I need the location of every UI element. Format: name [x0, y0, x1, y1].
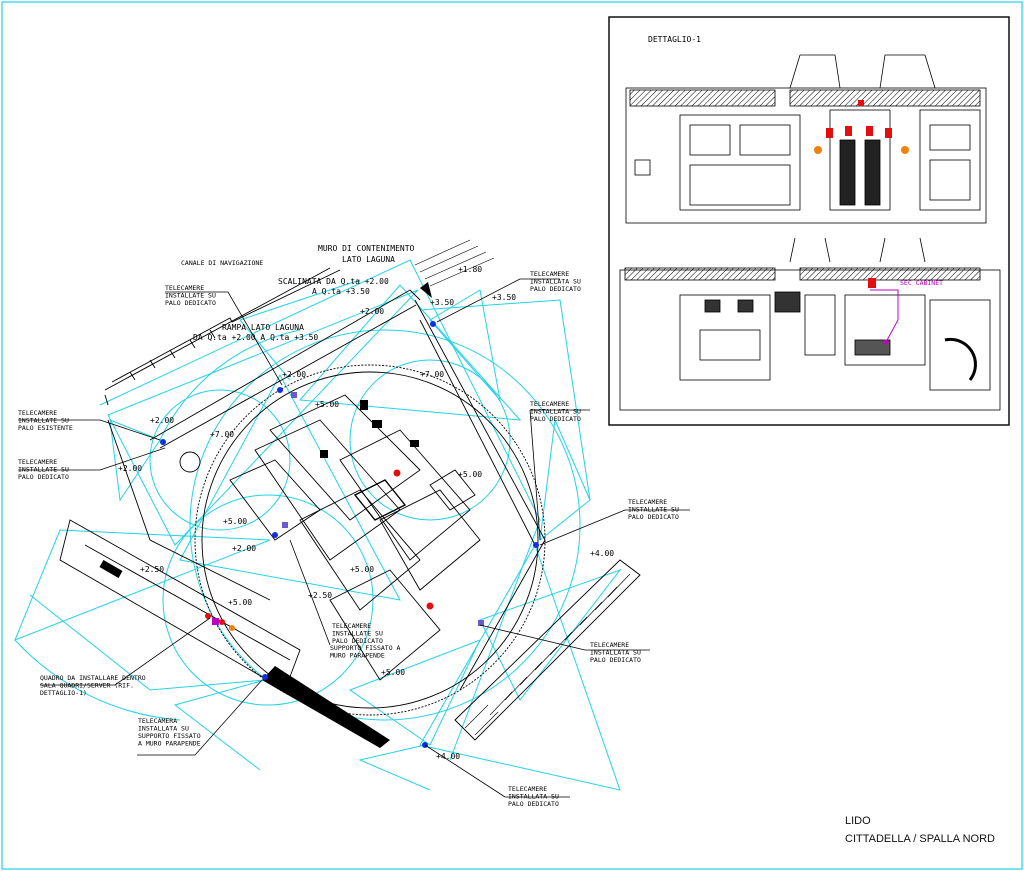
- camera-blue-8: [262, 674, 268, 680]
- title-block: LIDO CITTADELLA / SPALLA NORD: [845, 815, 995, 845]
- site-plan: CANALE DI NAVIGAZIONE MURO DI CONTENIMEN…: [14, 239, 690, 808]
- detail-upper-markers: [814, 100, 909, 154]
- elevation: +5.00: [458, 470, 482, 479]
- sec-cabinet-label: SEC CABINET: [900, 279, 943, 287]
- nw-hatch-lines: [414, 239, 495, 287]
- muro-label-1: MURO DI CONTENIMENTO: [318, 244, 415, 253]
- rampa-label-1: RAMPA LATO LAGUNA: [222, 323, 304, 332]
- elevation: +5.00: [228, 598, 252, 607]
- elevation: +4.00: [590, 549, 614, 558]
- camera-blue-5: [533, 542, 539, 548]
- quadro-marker: [212, 618, 219, 625]
- footer-area: CITTADELLA / SPALLA NORD: [845, 833, 995, 845]
- camera-note-8: TELECAMERE INSTALLATA SU PALO DEDICATO: [508, 785, 563, 808]
- camera-red-4: [219, 619, 225, 625]
- elevation-markers: +1.80 +3.50 +3.50 +2.00 +2.00 +7.00 +5.0…: [118, 265, 614, 761]
- elevation: +2.00: [360, 307, 384, 316]
- elevation: +2.00: [150, 416, 174, 425]
- camera-note-11: SUPPORTO FISSATO A MURO PARAPENDE: [330, 644, 404, 660]
- site-linework: [59, 267, 641, 741]
- camera-red-2: [426, 602, 434, 610]
- detail-panel: DETTAGLIO-1: [608, 16, 1010, 426]
- camera-coverage: [14, 259, 622, 791]
- elevation: +1.80: [458, 265, 482, 274]
- detail-lower-plan: [619, 237, 1001, 411]
- camera-note-1: TELECAMERE INSTALLATE SU PALO DEDICATO: [165, 284, 220, 307]
- camera-note-6: TELECAMERE INSTALLATE SU PALO DEDICATO: [628, 498, 683, 521]
- camera-blue-10: [478, 620, 484, 626]
- camera-blue-1: [160, 439, 166, 445]
- camera-note-7: TELECAMERE INSTALLATA SU PALO DEDICATO: [590, 641, 645, 664]
- elevation: +2.50: [140, 565, 164, 574]
- camera-red-1: [393, 469, 401, 477]
- camera-note-4: TELECAMERE INSTALLATE SU PALO ESISTENTE: [18, 409, 73, 432]
- elevation: +4.00: [436, 752, 460, 761]
- quadro-note: QUADRO DA INSTALLARE DENTRO SALA QUADRI/…: [40, 674, 150, 697]
- elevation: +5.00: [223, 517, 247, 526]
- leader-lines: [18, 278, 690, 798]
- camera-note-9: TELECAMERA INSTALLATA SU SUPPORTO FISSAT…: [138, 717, 205, 748]
- camera-orange-1: [229, 625, 235, 631]
- site-labels: CANALE DI NAVIGAZIONE MURO DI CONTENIMEN…: [181, 244, 415, 342]
- camera-note-10: TELECAMERE INSTALLATE SU PALO DEDICATO: [332, 622, 387, 645]
- scalinata-label-1: SCALINATA DA Q.ta +2.00: [278, 277, 389, 286]
- elevation: +3.50: [492, 293, 516, 302]
- camera-note-5: TELECAMERE INSTALLATE SU PALO DEDICATO: [18, 458, 73, 481]
- elevation: +2.50: [308, 591, 332, 600]
- site-solid-elements: [99, 282, 432, 748]
- camera-notes: TELECAMERE INSTALLATE SU PALO DEDICATO T…: [18, 270, 683, 808]
- elevation: +5.00: [381, 668, 405, 677]
- footer-location: LIDO: [845, 815, 871, 827]
- scalinata-label-2: A Q.ta +3.50: [312, 287, 370, 296]
- rampa-label-2: DA Q.ta +2.00 A Q.ta +3.50: [193, 333, 318, 342]
- elevation: +7.00: [420, 370, 444, 379]
- elevation: +2.00: [282, 370, 306, 379]
- elevation: +7.00: [210, 430, 234, 439]
- muro-label-2: LATO LAGUNA: [342, 255, 395, 264]
- camera-blue-4: [430, 321, 436, 327]
- canale-label: CANALE DI NAVIGAZIONE: [181, 259, 263, 267]
- detail-frame: [608, 16, 1010, 426]
- detail-lower-markers: SEC CABINET: [868, 278, 943, 345]
- detail-upper-plan: [625, 54, 987, 224]
- camera-note-2: TELECAMERE INSTALLATA SU PALO DEDICATO: [530, 270, 585, 293]
- camera-blue-6: [272, 532, 278, 538]
- ramp-hatching: [464, 573, 631, 736]
- camera-note-3: TELECAMERE INSTALLATA SU PALO DEDICATO: [530, 400, 585, 423]
- elevation: +2.00: [232, 544, 256, 553]
- camera-blue-7: [282, 522, 288, 528]
- elevation: +5.00: [315, 400, 339, 409]
- detail-title: DETTAGLIO-1: [648, 35, 701, 44]
- elevation: +2.00: [118, 464, 142, 473]
- elevation: +3.50: [430, 298, 454, 307]
- elevation: +5.00: [350, 565, 374, 574]
- camera-blue-2: [277, 387, 283, 393]
- camera-red-3: [205, 613, 211, 619]
- camera-blue-3: [291, 392, 297, 398]
